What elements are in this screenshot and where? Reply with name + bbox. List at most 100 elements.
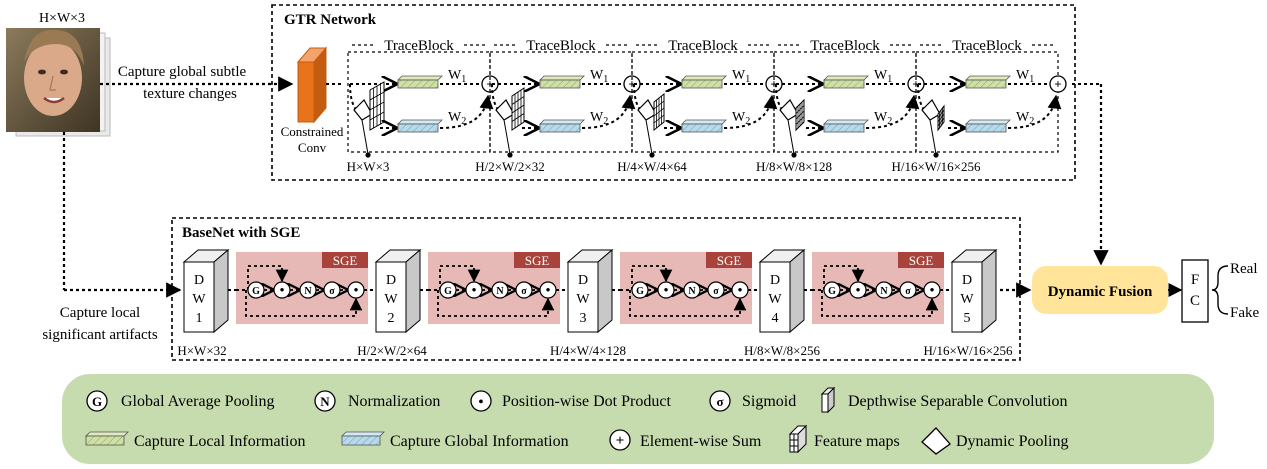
dynamic-pooling-triangle <box>637 99 657 121</box>
dynamic-pooling-triangle <box>353 99 373 121</box>
trace-block-label: TraceBlock <box>810 38 880 54</box>
sge-label: SGE <box>909 253 934 268</box>
dw-block-3: DW 3 <box>566 248 614 334</box>
dynamic-pooling-icon <box>921 427 951 455</box>
trace-block-label: TraceBlock <box>668 38 738 54</box>
gtr-dim-label: H/8×W/8×128 <box>756 159 832 174</box>
svg-text:N: N <box>496 286 504 297</box>
dw-label-line3: 3 <box>580 311 587 326</box>
legend-feature-maps-label: Feature maps <box>814 433 900 450</box>
global-info-bar <box>823 123 865 133</box>
dw-label-line2: W <box>192 292 206 307</box>
legend-depthwise-label: Depthwise Separable Convolution <box>848 393 1068 410</box>
local-info-bar <box>823 79 865 89</box>
sigmoid-node <box>707 281 725 299</box>
feature-map <box>369 81 385 131</box>
gap-node <box>631 281 649 299</box>
dw-label-line1: D <box>962 273 972 288</box>
legend-panel <box>62 374 1214 464</box>
trace-block-label: TraceBlock <box>384 38 454 54</box>
svg-text:G: G <box>828 286 836 297</box>
feature-map <box>653 92 665 132</box>
normalization-node <box>491 281 509 299</box>
dynamic-fusion-box <box>1032 266 1168 314</box>
svg-text:σ: σ <box>329 286 335 297</box>
sigmoid-node <box>323 281 341 299</box>
dw-label-line1: D <box>386 273 396 288</box>
svg-text:σ: σ <box>521 286 527 297</box>
w1-label: W1 <box>732 68 750 85</box>
sge-tag <box>514 252 560 268</box>
dw-label-line2: W <box>384 292 398 307</box>
fusion-head: Dynamic Fusion F C Real Fake <box>1032 259 1260 323</box>
dynamic-pooling-triangle <box>921 99 941 121</box>
sge-tag <box>898 252 944 268</box>
dw-label-line3: 4 <box>772 311 779 326</box>
svg-text:N: N <box>320 394 330 409</box>
feature-map <box>795 98 805 132</box>
svg-text:σ: σ <box>713 286 719 297</box>
trace-block-frame <box>489 51 633 153</box>
legend-gap-label: Global Average Pooling <box>121 393 274 410</box>
basenet-dim-label: H/16×W/16×256 <box>923 343 1013 358</box>
local-info-bar <box>539 79 581 89</box>
global-annotation-line1: Capture global subtle <box>118 64 247 80</box>
w2-label: W2 <box>732 110 750 127</box>
constrained-conv-block <box>297 61 315 123</box>
sge-tag <box>322 252 368 268</box>
local-info-bar <box>397 79 439 89</box>
dw-block-4: DW4 <box>758 248 806 334</box>
local-info-bar-icon <box>85 431 129 446</box>
svg-text:•: • <box>479 395 484 410</box>
legend-sigmoid-label: Sigmoid <box>742 393 796 410</box>
sge-label: SGE <box>333 253 358 268</box>
feature-map <box>937 104 945 132</box>
sge-label: SGE <box>525 253 550 268</box>
gtr-frame <box>271 4 1076 181</box>
legend-normalization-label: Normalization <box>348 393 440 410</box>
svg-text:G: G <box>92 394 102 409</box>
legend-dot-product-label: Position-wise Dot Product <box>502 393 671 410</box>
legend-element-sum-label: Element-wise Sum <box>640 433 762 450</box>
w2-label: W2 <box>874 110 892 127</box>
w1-label: W1 <box>448 68 466 85</box>
svg-text:+: + <box>616 433 625 449</box>
global-info-bar <box>681 123 723 133</box>
dw-label-line1: D <box>578 273 588 288</box>
svg-text:•: • <box>664 282 669 297</box>
local-annotation-line1: Capture local <box>60 305 140 321</box>
global-info-bar-icon <box>341 431 385 446</box>
gtr-dim-label: H/4×W/4×64 <box>617 159 687 174</box>
local-annotation-line2: significant artifacts <box>42 327 158 343</box>
svg-text:•: • <box>280 282 285 297</box>
trace-block-frame <box>347 51 491 153</box>
global-info-bar <box>965 123 1007 133</box>
w2-label: W2 <box>1016 110 1034 127</box>
svg-text:G: G <box>636 286 644 297</box>
dw-label-line2: W <box>576 292 590 307</box>
basenet-title: BaseNet with SGE <box>182 225 300 241</box>
sum-glyph: + <box>1054 77 1061 92</box>
feature-maps-icon <box>788 424 808 454</box>
basenet-dim-label: H×W×32 <box>177 343 226 358</box>
trace-block-frame <box>773 51 917 153</box>
sigmoid-icon <box>709 390 731 412</box>
dw-label-line2: W <box>768 292 782 307</box>
gap-icon <box>86 390 108 412</box>
fc-box <box>1181 259 1209 323</box>
gtr-dim-label: H/2×W/2×32 <box>475 159 545 174</box>
sigmoid-node <box>515 281 533 299</box>
gap-node <box>247 281 265 299</box>
basenet-dim-label: H/4×W/4×128 <box>550 343 626 358</box>
normalization-node <box>299 281 317 299</box>
svg-text:N: N <box>304 286 312 297</box>
dynamic-pooling-triangle <box>495 99 515 121</box>
constrained-conv-label-line1: Constrained <box>281 124 344 139</box>
svg-text:•: • <box>930 282 935 297</box>
fc-label-line1: F <box>1191 272 1199 288</box>
svg-text:•: • <box>354 282 359 297</box>
